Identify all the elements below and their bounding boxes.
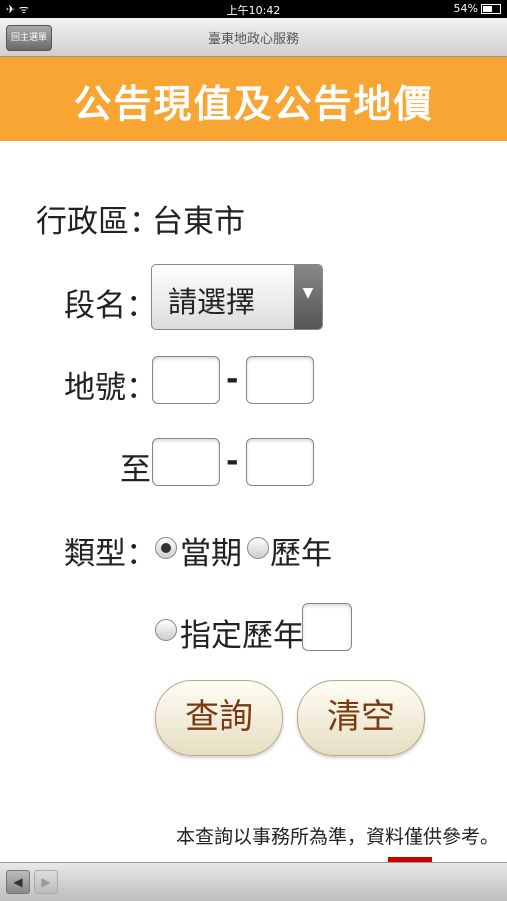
battery-percent: 54%: [453, 2, 478, 15]
lot-label: 地號：: [64, 370, 157, 406]
red-mark: [388, 857, 432, 863]
section-select[interactable]: 請選擇 ▼: [151, 264, 323, 330]
battery-indicator: 54%: [454, 2, 501, 15]
query-button[interactable]: 查詢: [155, 680, 283, 756]
back-arrow-icon[interactable]: ◀: [6, 870, 30, 894]
chevron-down-icon: ▼: [294, 265, 322, 329]
type-label: 類型：: [64, 536, 157, 572]
airplane-wifi-icon: ✈ ᯤ: [6, 3, 29, 16]
radio-current[interactable]: [155, 537, 177, 559]
page-title: 公告現值及公告地價: [73, 82, 434, 126]
section-selected-value: 請選擇: [168, 285, 256, 319]
disclaimer-note: 本查詢以事務所為準，資料僅供參考。: [175, 826, 499, 848]
clear-button[interactable]: 清空: [297, 680, 425, 756]
battery-icon: [481, 4, 501, 14]
lot-from-main-input[interactable]: [152, 356, 220, 404]
lot-from-sub-input[interactable]: [246, 356, 314, 404]
nav-bar: 回主選單 臺東地政心服務: [0, 18, 507, 57]
lot-to-sub-input[interactable]: [246, 438, 314, 486]
radio-specified-year[interactable]: [155, 619, 177, 641]
nav-title: 臺東地政心服務: [207, 32, 299, 47]
forward-arrow-icon[interactable]: ▶: [34, 870, 58, 894]
section-label: 段名：: [64, 288, 157, 324]
district-value: 台東市: [152, 204, 245, 240]
status-bar: ✈ ᯤ 上午10:42 54%: [0, 0, 507, 18]
dash: -: [226, 444, 239, 479]
lot-to-main-input[interactable]: [152, 438, 220, 486]
radio-history-label: 歷年: [270, 536, 332, 572]
page-header: 公告現值及公告地價: [0, 57, 507, 141]
radio-history[interactable]: [247, 537, 269, 559]
browser-toolbar: ◀ ▶: [0, 862, 507, 901]
radio-current-label: 當期: [180, 536, 242, 572]
to-label: 至: [120, 452, 151, 488]
clock: 上午10:42: [226, 4, 281, 17]
specified-year-input[interactable]: [302, 603, 352, 651]
dash: -: [226, 362, 239, 397]
radio-specified-year-label: 指定歷年: [180, 618, 304, 654]
back-to-menu-button[interactable]: 回主選單: [6, 25, 52, 51]
district-label: 行政區：: [36, 204, 160, 240]
